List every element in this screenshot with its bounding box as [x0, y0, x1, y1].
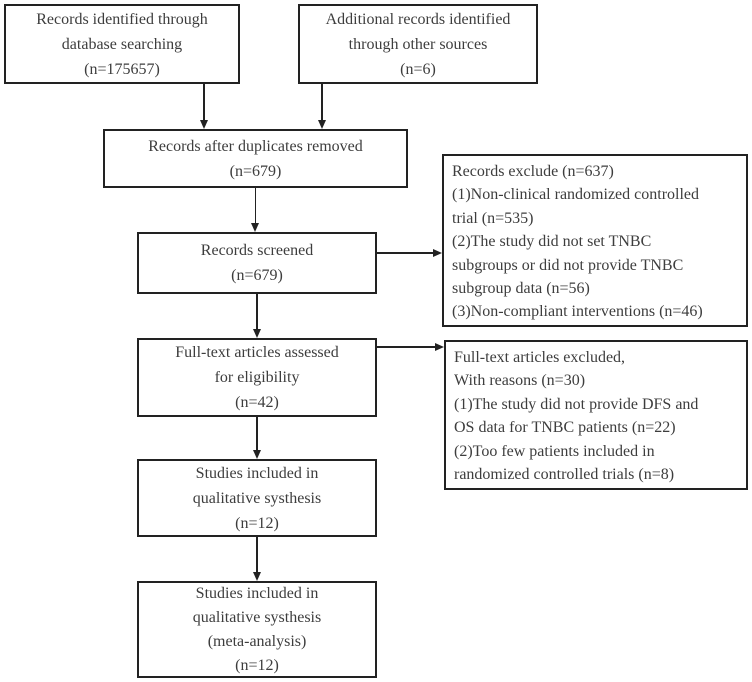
box-fulltext-assessed-line: for eligibility — [214, 369, 300, 386]
arrowhead-down-icon — [317, 120, 326, 129]
box-meta-analysis: Studies included in qualitative systhesi… — [137, 581, 377, 678]
box-fulltext-excluded-line: (2)Too few patients included in — [454, 442, 655, 460]
box-records-identified-line: database searching — [61, 35, 183, 53]
box-records-exclude-title: Records exclude (n=637) — [452, 163, 614, 180]
box-records-screened: Records screened (n=679) — [137, 232, 377, 294]
arrow-identified-to-duplicates — [199, 84, 208, 129]
box-meta-analysis-line: qualitative systhesis — [192, 608, 322, 626]
box-fulltext-assessed-count: (n=42) — [235, 394, 279, 411]
box-fulltext-assessed-line: Full-text articles assessed — [175, 344, 339, 361]
box-records-exclude-line: subgroup data (n=56) — [452, 280, 590, 298]
box-qualitative-synthesis-count: (n=12) — [235, 514, 279, 532]
box-additional-records-count: (n=6) — [400, 60, 436, 78]
box-fulltext-excluded-line: OS data for TNBC patients (n=22) — [454, 419, 676, 437]
arrow-screened-to-excluded — [377, 248, 442, 257]
box-meta-analysis-line: (meta-analysis) — [207, 632, 307, 650]
box-meta-analysis-count: (n=12) — [235, 656, 279, 674]
box-fulltext-excluded-line: randomized controlled trials (n=8) — [454, 466, 675, 484]
box-additional-records-line: through other sources — [348, 35, 488, 53]
arrowhead-down-icon — [199, 120, 208, 129]
box-fulltext-excluded-line: (1)The study did not provide DFS and — [454, 395, 699, 413]
box-additional-records-line: Additional records identified — [325, 10, 511, 28]
box-additional-records: Additional records identified through ot… — [298, 4, 538, 84]
box-qualitative-synthesis: Studies included in qualitative systhesi… — [137, 459, 377, 537]
arrow-fulltext-to-qualitative — [252, 417, 261, 459]
box-records-exclude-line: (1)Non-clinical randomized controlled — [452, 186, 700, 204]
box-records-exclude-line: subgroups or did not provide TNBC — [452, 256, 684, 274]
arrow-screened-to-fulltext — [252, 294, 261, 338]
box-meta-analysis-line: Studies included in — [195, 584, 319, 602]
box-records-screened-line: Records screened — [200, 242, 314, 259]
box-qualitative-synthesis-line: qualitative systhesis — [192, 489, 322, 507]
box-records-identified-count: (n=175657) — [84, 60, 160, 78]
arrow-duplicates-to-screened — [251, 188, 260, 232]
box-fulltext-excluded-line: With reasons (n=30) — [454, 372, 586, 390]
box-records-exclude-line: trial (n=535) — [452, 209, 534, 227]
box-records-exclude: Records exclude (n=637) (1)Non-clinical … — [442, 154, 748, 327]
box-fulltext-assessed: Full-text articles assessed for eligibil… — [137, 338, 377, 417]
box-records-exclude-line: (2)The study did not set TNBC — [452, 233, 652, 251]
box-qualitative-synthesis-line: Studies included in — [195, 464, 319, 482]
arrowhead-down-icon — [252, 450, 261, 459]
box-duplicates-removed: Records after duplicates removed (n=679) — [103, 129, 408, 188]
arrowhead-down-icon — [252, 329, 261, 338]
box-records-identified-line: Records identified through — [36, 10, 208, 28]
arrow-additional-to-duplicates — [317, 84, 326, 129]
arrowhead-down-icon — [251, 223, 260, 232]
arrowhead-right-icon — [435, 342, 444, 351]
box-records-identified: Records identified through database sear… — [4, 4, 240, 84]
arrowhead-down-icon — [252, 572, 261, 581]
arrowhead-right-icon — [433, 248, 442, 257]
box-records-screened-count: (n=679) — [231, 267, 283, 284]
arrow-qualitative-to-meta — [252, 537, 261, 581]
box-duplicates-removed-line: Records after duplicates removed — [148, 137, 363, 155]
box-records-exclude-line: (3)Non-compliant interventions (n=46) — [452, 303, 703, 321]
box-fulltext-excluded: Full-text articles excluded, With reason… — [444, 340, 748, 490]
arrow-fulltext-to-excluded — [377, 342, 444, 351]
box-fulltext-excluded-title: Full-text articles excluded, — [454, 349, 626, 366]
box-duplicates-removed-count: (n=679) — [229, 162, 282, 180]
